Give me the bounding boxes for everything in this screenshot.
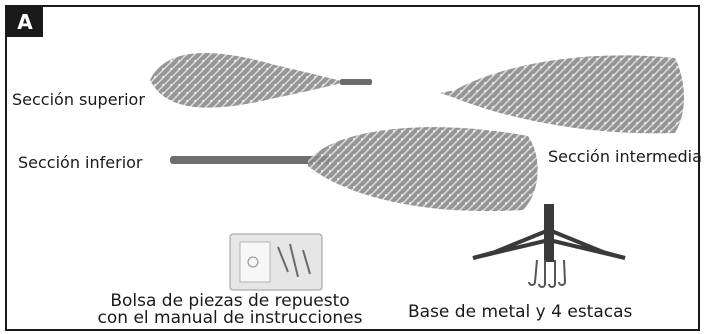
top-section-label: Sección superior [12, 91, 145, 109]
parts-bag-label: Bolsa de piezas de repuesto con el manua… [60, 293, 400, 327]
parts-bag-image [228, 232, 324, 292]
middle-section-label: Sección intermedia [548, 148, 702, 166]
parts-bag-label-line2: con el manual de instrucciones [60, 310, 400, 327]
figure-badge: A [7, 7, 43, 37]
metal-base-image [465, 200, 635, 290]
bottom-section-label: Sección inferior [18, 154, 143, 172]
metal-base-label: Base de metal y 4 estacas [408, 304, 632, 321]
top-section-image [145, 40, 375, 120]
